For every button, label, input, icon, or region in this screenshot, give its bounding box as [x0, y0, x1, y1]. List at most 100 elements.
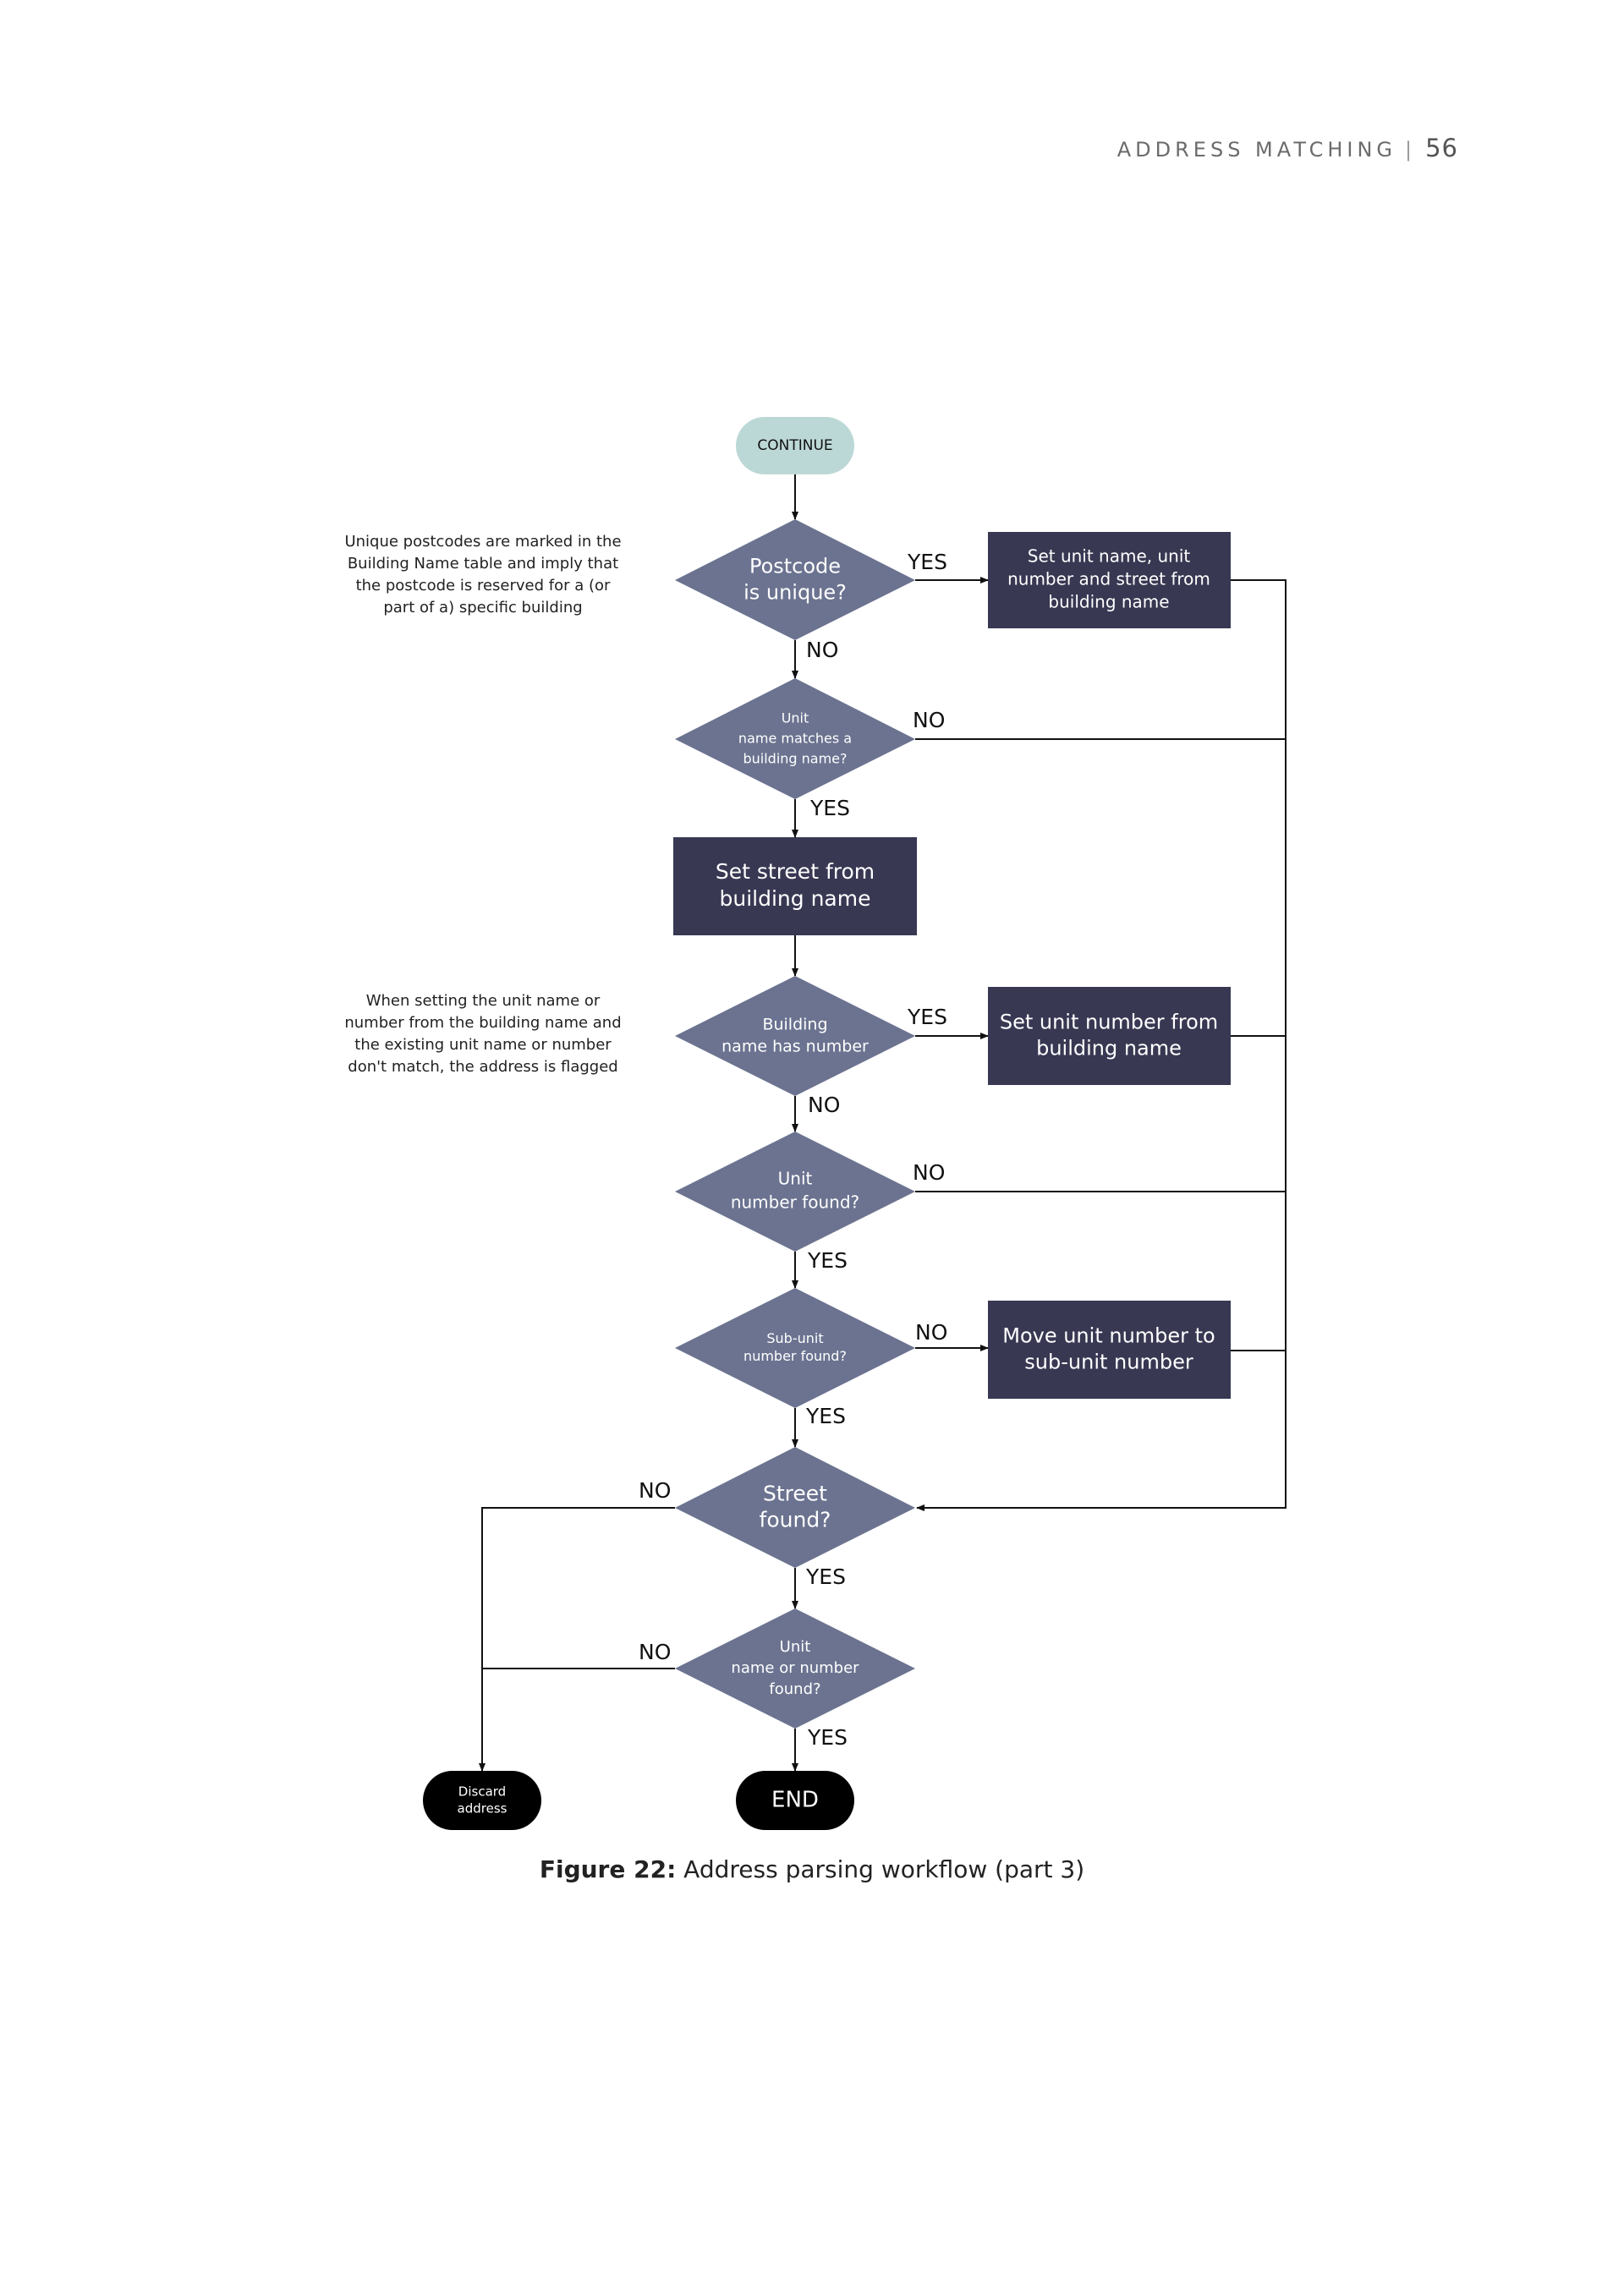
- figure-caption: Figure 22: Address parsing workflow (par…: [0, 1855, 1624, 1883]
- label-postcode-no: NO: [806, 638, 838, 662]
- text-line: Discard: [458, 1784, 506, 1800]
- end-node: END: [736, 1771, 854, 1830]
- figure-number: Figure 22:: [539, 1855, 677, 1883]
- label-subunit-yes: YES: [805, 1404, 846, 1428]
- running-header: ADDRESS MATCHING | 56: [1117, 134, 1458, 162]
- text-line: Unique postcodes are marked in the: [344, 533, 621, 551]
- edges: [479, 474, 1287, 1772]
- text-line: Unit: [778, 1169, 813, 1189]
- unit-name-or-number-question: Unit name or number found?: [731, 1638, 859, 1698]
- text-line: sub-unit number: [1024, 1351, 1193, 1374]
- text-line: END: [771, 1788, 819, 1813]
- process-move-unit: Move unit number to sub-unit number: [988, 1301, 1231, 1399]
- edge-right-return-to-street: [916, 579, 1287, 1511]
- decision-unit-name-or-number: Unit name or number found?: [675, 1608, 915, 1729]
- text-line: building name: [1048, 592, 1169, 612]
- street-diamond: [675, 1447, 915, 1568]
- edge-street-no-to-discard: [479, 1507, 675, 1772]
- unit-number-diamond: [675, 1132, 915, 1252]
- text-line: Street: [763, 1482, 827, 1506]
- building-number-question: Building name has number: [721, 1016, 869, 1056]
- text-line: is unique?: [743, 581, 847, 605]
- move-unit-text: Move unit number to sub-unit number: [1002, 1324, 1215, 1374]
- label-building-no: NO: [808, 1093, 840, 1117]
- text-line: Sub-unit: [766, 1330, 823, 1346]
- continue-shape: [736, 417, 854, 474]
- set-unit-number-text: Set unit number from building name: [1000, 1011, 1218, 1060]
- text-line: don't match, the address is flagged: [348, 1058, 617, 1076]
- section-title: ADDRESS MATCHING: [1116, 138, 1396, 162]
- end-shape: [736, 1771, 854, 1830]
- text-line: number found?: [731, 1192, 859, 1213]
- continue-text: CONTINUE: [757, 437, 832, 454]
- set-unit-number-box: [988, 987, 1231, 1085]
- subunit-question: Sub-unit number found?: [743, 1330, 847, 1364]
- decision-postcode-unique: Postcode is unique?: [675, 519, 915, 640]
- text-line: When setting the unit name or: [366, 992, 601, 1010]
- unit-name-or-number-diamond: [675, 1608, 915, 1729]
- label-subunit-no: NO: [915, 1320, 947, 1345]
- text-line: Postcode: [749, 555, 841, 578]
- text-line: CONTINUE: [757, 437, 832, 454]
- text-line: Move unit number to: [1002, 1324, 1215, 1348]
- header-separator: |: [1405, 138, 1413, 162]
- start-node: CONTINUE: [736, 417, 854, 474]
- text-line: Building: [762, 1016, 827, 1034]
- note-flagged-address: When setting the unit name or number from…: [344, 992, 621, 1076]
- set-unit-name-box: [988, 532, 1231, 628]
- building-number-diamond: [675, 976, 915, 1096]
- text-line: Set unit number from: [1000, 1011, 1218, 1034]
- text-line: Unit: [780, 1638, 811, 1656]
- label-unitname-yes: YES: [809, 796, 850, 820]
- text-line: name has number: [721, 1038, 869, 1056]
- label-building-yes: YES: [907, 1005, 947, 1029]
- label-unitnumber-yes: YES: [807, 1248, 848, 1273]
- text-line: part of a) specific building: [383, 599, 582, 616]
- label-unitorname-yes: YES: [807, 1725, 848, 1750]
- decision-building-number: Building name has number: [675, 976, 915, 1096]
- move-unit-box: [988, 1301, 1231, 1399]
- label-unitname-no: NO: [913, 708, 945, 732]
- text-line: number from the building name and: [344, 1014, 621, 1032]
- subunit-diamond: [675, 1288, 915, 1408]
- process-set-unit-number: Set unit number from building name: [988, 987, 1231, 1085]
- text-line: found?: [760, 1508, 831, 1532]
- text-line: address: [458, 1801, 508, 1817]
- end-text: END: [771, 1788, 819, 1813]
- page-number: 56: [1425, 134, 1458, 162]
- text-line: Set street from: [716, 859, 875, 884]
- label-postcode-yes: YES: [907, 550, 947, 574]
- label-unitorname-no: NO: [639, 1640, 671, 1664]
- discard-shape: [423, 1771, 541, 1830]
- text-line: number found?: [743, 1348, 847, 1364]
- label-street-yes: YES: [805, 1564, 846, 1589]
- decision-subunit: Sub-unit number found?: [675, 1288, 915, 1408]
- set-street-box: [673, 837, 917, 935]
- text-line: Set unit name, unit: [1028, 546, 1191, 567]
- unit-number-question: Unit number found?: [731, 1169, 859, 1213]
- text-line: building name: [1036, 1037, 1182, 1060]
- edge-labels: YES NO NO YES YES NO NO YES NO YES NO YE…: [639, 550, 947, 1750]
- label-street-no: NO: [639, 1478, 671, 1503]
- text-line: the postcode is reserved for a (or: [356, 577, 611, 595]
- text-line: name matches a: [738, 731, 852, 747]
- label-unitnumber-no: NO: [913, 1160, 945, 1185]
- decision-unit-number: Unit number found?: [675, 1132, 915, 1252]
- text-line: found?: [769, 1680, 820, 1698]
- text-line: number and street from: [1007, 569, 1210, 589]
- postcode-diamond: [675, 519, 915, 640]
- text-line: name or number: [731, 1659, 859, 1677]
- postcode-question: Postcode is unique?: [743, 555, 847, 605]
- unit-name-match-diamond: [675, 678, 915, 799]
